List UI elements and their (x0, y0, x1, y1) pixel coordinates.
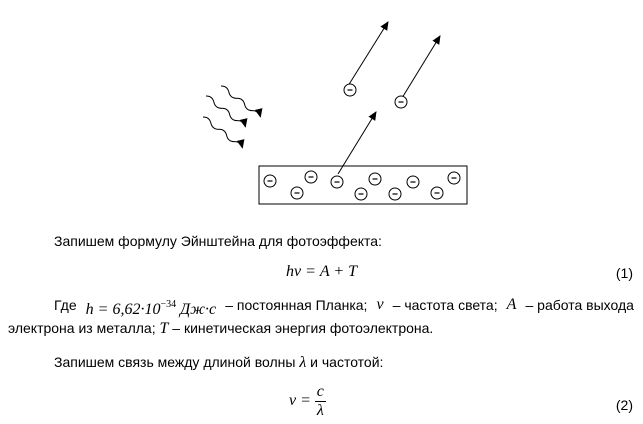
fraction-denominator: λ (316, 402, 324, 419)
photoeffect-diagram (202, 21, 468, 205)
wavelength-paragraph: Запишем связь между длиной волны λ и час… (54, 354, 384, 371)
lambda-symbol: λ (299, 354, 307, 371)
electron-icon (290, 186, 304, 200)
electron-icon (394, 95, 408, 109)
metal-electron-text: электрона из металла; (8, 320, 156, 336)
electron-icon (343, 83, 357, 97)
fraction-numerator: c (314, 383, 326, 402)
nu-symbol: ν (376, 296, 384, 313)
electron-icon (430, 186, 444, 200)
nu-description: – частота света; (392, 297, 498, 313)
electron-icon (388, 187, 402, 201)
einstein-equation: hν = A + T (286, 262, 357, 281)
metal-plate (258, 165, 468, 205)
work-function-symbol: A (506, 296, 517, 313)
electron-trajectory-arrow (347, 21, 389, 87)
light-wave-ray (202, 116, 245, 149)
intro-paragraph: Запишем формулу Эйнштейна для фотоэффект… (54, 233, 382, 249)
electron-icon (354, 187, 368, 201)
light-wave-ray (205, 95, 248, 128)
frequency-equation: ν = c λ (289, 383, 326, 420)
definitions-line-1: Где h = 6,62·10−34 Дж·с – постоянная Пла… (54, 296, 634, 319)
work-function-description: – работа выхода (525, 297, 634, 313)
where-label: Где (54, 297, 77, 313)
kinetic-energy-description: – кинетическая энергия фотоэлектрона. (172, 320, 434, 336)
equation-1-body: hν = A + T (286, 263, 358, 280)
electron-icon (447, 171, 461, 185)
electron-icon (330, 175, 344, 189)
definitions-line-2: электрона из металла; T – кинетическая э… (8, 319, 433, 338)
fraction: c λ (314, 383, 326, 420)
equation-2-lhs: ν = (289, 392, 311, 410)
light-wave-ray (220, 85, 263, 118)
equation-2-number: (2) (615, 397, 633, 413)
planck-description: – постоянная Планка; (225, 297, 368, 313)
planck-constant: h = 6,62·10−34 Дж·с (85, 299, 217, 318)
electron-icon (368, 172, 382, 186)
electron-icon (304, 170, 318, 184)
electron-trajectory-arrow (337, 111, 377, 175)
electron-trajectory-arrow (401, 35, 441, 99)
electron-icon (263, 174, 277, 188)
electron-icon (406, 175, 420, 189)
kinetic-energy-symbol: T (159, 320, 169, 337)
equation-1-number: (1) (615, 265, 633, 281)
